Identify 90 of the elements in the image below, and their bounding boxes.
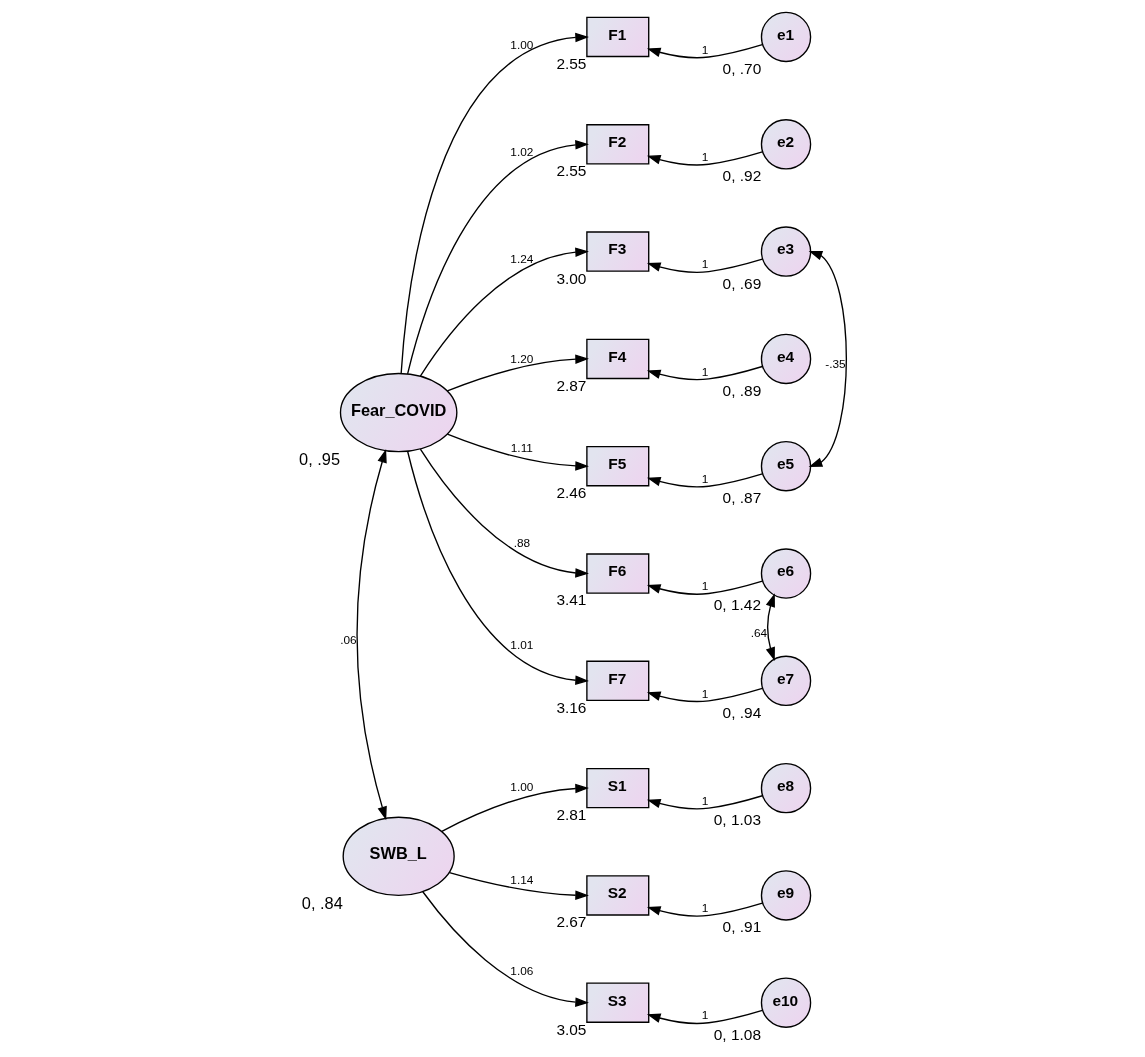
- node-label: 2.55: [556, 162, 587, 180]
- edge-label: 1: [701, 471, 709, 486]
- edge-label: 1.11: [510, 441, 533, 456]
- arrow: [646, 473, 764, 488]
- node-box: F2: [586, 124, 650, 165]
- node-box: F4: [586, 338, 650, 380]
- node-label: 0, 1.42: [713, 596, 761, 614]
- edge-label: 1: [701, 257, 709, 272]
- node-box: F3: [586, 231, 650, 272]
- node-label: 0, .92: [722, 167, 762, 185]
- node-label: 0, .89: [722, 381, 762, 399]
- node-label: 0, .91: [722, 918, 762, 936]
- arrow: [646, 365, 764, 381]
- node-circle: e7: [760, 655, 812, 707]
- edge-label: 1: [701, 579, 709, 594]
- node-circle: e9: [760, 870, 812, 921]
- node-box: F5: [586, 446, 650, 487]
- node-box: S3: [586, 982, 650, 1023]
- arrow: [406, 140, 589, 375]
- edge-label: 1: [701, 901, 709, 916]
- arrow: [419, 247, 589, 377]
- arrow: [646, 795, 764, 810]
- arrow: [646, 258, 764, 273]
- node-label: 0, .69: [722, 274, 762, 292]
- node-label: 0, .94: [722, 703, 762, 721]
- arrow: [406, 450, 589, 686]
- node-label: 3.41: [556, 591, 587, 609]
- node-circle: e2: [760, 119, 812, 170]
- node-label: 2.46: [556, 484, 587, 502]
- arrow: [441, 783, 589, 832]
- edge-label: 1: [701, 1008, 709, 1023]
- node-ellipse: SWB_L: [342, 816, 455, 897]
- edge-label: .88: [513, 535, 531, 550]
- arrow: [446, 433, 589, 471]
- node-label: 0, .84: [301, 893, 343, 912]
- arrow: [422, 891, 589, 1007]
- edge-label: 1: [701, 364, 709, 379]
- node-label: 3.16: [556, 698, 587, 716]
- edge-label: 1.20: [510, 351, 534, 366]
- node-label: 3.05: [556, 1020, 587, 1038]
- arrow: [446, 354, 589, 392]
- arrow: [419, 448, 589, 578]
- node-label: 2.67: [556, 913, 587, 931]
- arrow: [646, 902, 764, 917]
- edge-label: 1: [701, 793, 709, 808]
- edge-label: 1.24: [510, 251, 534, 266]
- edge-label: .06: [340, 632, 357, 647]
- node-label: 2.81: [556, 806, 587, 824]
- node-label: 0, .87: [722, 489, 762, 507]
- arrow: [808, 250, 848, 467]
- node-circle: e3: [760, 226, 812, 277]
- arrow: [646, 151, 764, 166]
- node-label: 0, 1.03: [713, 811, 761, 829]
- node-label: 0, .70: [722, 59, 762, 77]
- arrow: [646, 43, 764, 59]
- edge-label: -.35: [825, 357, 846, 371]
- arrow: [356, 449, 387, 821]
- node-box: F1: [586, 16, 650, 58]
- node-label: 0, 1.08: [713, 1025, 761, 1043]
- arrow: [765, 593, 775, 661]
- arrow: [448, 871, 589, 900]
- edge-label: 1: [701, 150, 709, 165]
- arrow: [646, 580, 764, 595]
- edge-label: 1: [701, 42, 709, 57]
- edge-label: 1.01: [510, 638, 534, 653]
- node-box: S2: [586, 875, 650, 916]
- node-circle: e5: [760, 440, 812, 492]
- edge-label: 1.00: [510, 38, 534, 53]
- edge-label: 1: [701, 686, 709, 701]
- arrow: [400, 32, 589, 375]
- edge-label: 1.02: [510, 144, 534, 159]
- node-circle: e10: [760, 977, 812, 1028]
- edge-label: .64: [750, 625, 768, 640]
- node-circle: e1: [760, 11, 812, 63]
- node-box: F7: [586, 660, 650, 702]
- node-circle: e6: [760, 548, 812, 599]
- node-label: 3.00: [556, 269, 587, 287]
- node-box: S1: [586, 767, 650, 809]
- node-circle: e8: [760, 762, 812, 814]
- node-circle: e4: [760, 333, 812, 385]
- node-label: 2.87: [556, 376, 587, 394]
- edge-label: 1.14: [510, 872, 534, 887]
- node-label: 0, .95: [299, 449, 341, 468]
- node-label: 2.55: [556, 54, 587, 72]
- arrow: [646, 1009, 764, 1025]
- node-box: F6: [586, 553, 650, 594]
- edge-label: 1.06: [510, 963, 534, 978]
- node-ellipse: Fear_COVID: [339, 372, 458, 453]
- edge-label: 1.00: [510, 780, 534, 795]
- arrow: [646, 687, 764, 703]
